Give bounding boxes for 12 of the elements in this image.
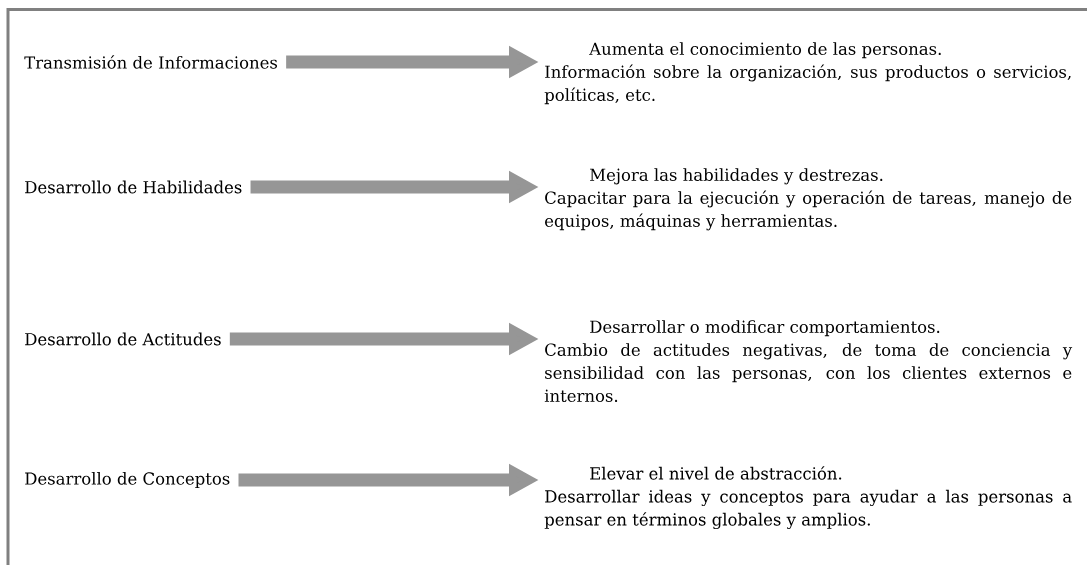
- heading: Elevar el nivel de abstracción.: [590, 466, 842, 480]
- heading: Aumenta el conocimiento de las personas.: [589, 42, 941, 59]
- heading: Mejora las habilidades y destrezas.: [590, 168, 883, 185]
- category-label: Desarrollo de Habilidades: [25, 180, 242, 194]
- description: Información sobre la organización, sus productos o servicios, políticas, etc.: [544, 64, 1071, 105]
- heading: Desarrollar o modificar comportamientos.: [590, 320, 940, 337]
- category-label: Desarrollo de Conceptos: [25, 472, 230, 488]
- category-label: Transmisión de Informaciones: [24, 55, 278, 69]
- category-label: Desarrollo de Actitudes: [25, 332, 221, 346]
- description: Capacitar para la ejecución y operación de tareas, manejo de equipos, máquinas y herramientas.: [545, 190, 1072, 231]
- description: Desarrollar ideas y conceptos para ayudar a las personas a pensar en términos globales y amplios.: [544, 489, 1072, 530]
- description: Cambio de actitudes negativas, de toma de conciencia y sensibilidad con las personas, con los clientes externos e internos.: [544, 343, 1073, 402]
